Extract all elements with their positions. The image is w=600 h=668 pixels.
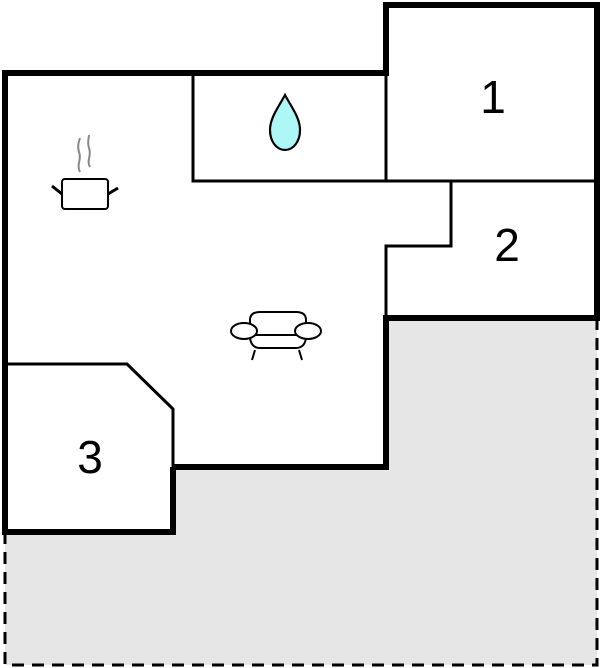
water-drop-icon xyxy=(268,92,302,152)
terrace-area xyxy=(5,318,597,665)
room-2-label: 2 xyxy=(494,219,520,271)
inner-walls xyxy=(5,73,597,467)
terrace-dashed-outline xyxy=(3,318,599,667)
armchair-icon xyxy=(230,311,322,361)
outer-walls xyxy=(2,2,600,535)
cooking-pot-icon xyxy=(51,134,119,210)
room-3-label: 3 xyxy=(77,431,103,483)
room-1-label: 1 xyxy=(480,71,506,123)
